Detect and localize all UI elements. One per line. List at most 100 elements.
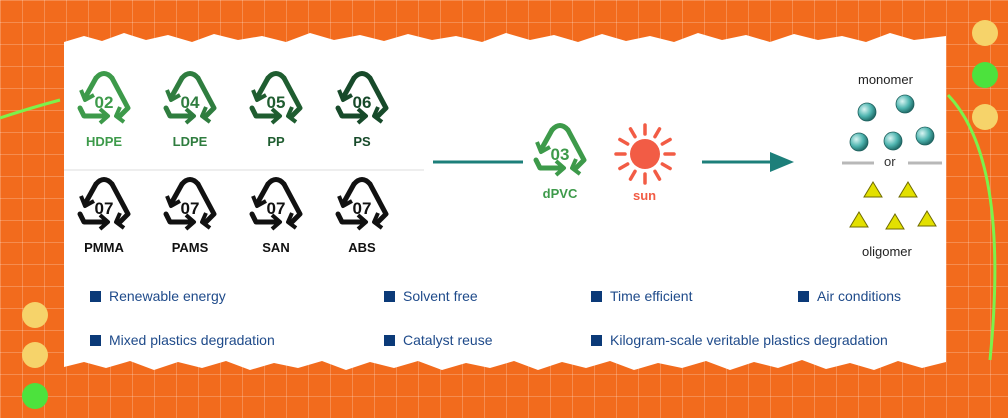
- oligomer-triangles: [849, 181, 937, 230]
- bullet-square: [798, 291, 809, 302]
- sun-rays: [614, 123, 676, 185]
- feature-item: Time efficient: [591, 288, 692, 304]
- arrow-head: [114, 106, 126, 124]
- feature-text: Time efficient: [610, 288, 693, 304]
- resin-code: 07: [267, 199, 286, 218]
- plastic-label: PS: [353, 134, 371, 149]
- plastic-symbol-dpvc: 03: [528, 122, 592, 185]
- recycle-icon: 06: [335, 71, 389, 125]
- or-label: or: [884, 154, 896, 169]
- bullet-square: [384, 291, 395, 302]
- decor-dot: [972, 20, 998, 46]
- arrow-head: [570, 158, 582, 176]
- arrow-segment: [109, 181, 131, 225]
- plastic-symbol-ps: 06: [330, 70, 394, 133]
- resin-code: 07: [95, 199, 114, 218]
- sun-label: sun: [633, 188, 657, 203]
- bullet-square: [90, 291, 101, 302]
- left-green-curve: [0, 98, 61, 120]
- arrow-head: [98, 213, 110, 231]
- arrow-segment: [367, 181, 389, 225]
- feature-item: Catalyst reuse: [384, 332, 492, 348]
- arrow-head: [337, 89, 353, 102]
- sun-ray: [628, 127, 637, 139]
- recycle-icon: 07: [249, 177, 303, 231]
- arrow-head: [270, 107, 282, 125]
- oligomer-triangle: [849, 211, 869, 228]
- arrow-head: [79, 89, 95, 102]
- oligomer-triangle: [863, 181, 883, 198]
- recycle-icon: 05: [249, 71, 303, 125]
- arrow-segment: [163, 105, 193, 119]
- sun-icon: [614, 123, 676, 185]
- sun-ray: [618, 162, 630, 171]
- arrow-head: [79, 195, 95, 208]
- arrow-segment: [255, 75, 271, 99]
- plastic-label: SAN: [262, 240, 290, 255]
- right-green-curve: [946, 93, 997, 361]
- feature-text: Kilogram-scale veritable plastics degrad…: [610, 332, 888, 348]
- decor-dot: [22, 302, 48, 328]
- sun-ray: [653, 169, 662, 181]
- plastic-label: PAMS: [171, 240, 209, 255]
- sun-ray: [660, 162, 672, 171]
- plastic-label: HDPE: [85, 134, 123, 149]
- resin-code: 04: [181, 93, 200, 112]
- bullet-square: [90, 335, 101, 346]
- decor-dot: [22, 342, 48, 368]
- arrow-head: [535, 141, 551, 154]
- feature-text: Solvent free: [403, 288, 478, 304]
- recycle-icon: 07: [77, 177, 131, 231]
- arrow-segment: [281, 75, 303, 119]
- arrow-head: [372, 212, 384, 230]
- arrow-segment: [77, 211, 107, 225]
- paper-shape: [64, 33, 946, 370]
- arrow-head: [356, 107, 368, 125]
- sun-ray: [628, 169, 637, 181]
- bullet-square: [384, 335, 395, 346]
- oligomer-label: oligomer: [862, 244, 912, 259]
- bullet-square: [591, 291, 602, 302]
- resin-code: 02: [95, 93, 114, 112]
- arrow-segment: [83, 181, 99, 205]
- arrow-head: [554, 159, 566, 177]
- recycle-icon: 03: [533, 123, 587, 177]
- decor-dot: [972, 62, 998, 88]
- arrow-head: [200, 212, 212, 230]
- resin-code: 05: [267, 93, 286, 112]
- resin-code: 07: [353, 199, 372, 218]
- arrow-segment: [281, 181, 303, 225]
- arrow-segment: [249, 211, 279, 225]
- feature-text: Mixed plastics degradation: [109, 332, 275, 348]
- plastic-symbol-abs: 07: [330, 176, 394, 239]
- arrow-segment: [255, 181, 271, 205]
- arrow-segment: [565, 127, 587, 171]
- resin-code: 06: [353, 93, 372, 112]
- feature-item: Renewable energy: [90, 288, 226, 304]
- arrow-head: [184, 107, 196, 125]
- arrow-segment: [533, 157, 563, 171]
- sun-ray: [618, 137, 630, 146]
- arrow-segment: [163, 211, 193, 225]
- recycle-icon: 07: [335, 177, 389, 231]
- arrow-segment: [539, 127, 555, 151]
- oligomer-triangle: [885, 213, 905, 230]
- feature-item: Air conditions: [798, 288, 901, 304]
- monomer-sphere: [857, 102, 877, 122]
- arrow-segment: [367, 75, 389, 119]
- plastic-symbol-san: 07: [244, 176, 308, 239]
- monomer-sphere: [883, 131, 903, 151]
- arrow-segment: [249, 105, 279, 119]
- arrow-segment: [341, 75, 357, 99]
- sun-core: [630, 139, 660, 169]
- arrow-segment: [335, 211, 365, 225]
- arrow-head: [184, 213, 196, 231]
- recycle-icon: 04: [163, 71, 217, 125]
- monomer-sphere: [895, 94, 915, 114]
- arrow-head: [165, 195, 181, 208]
- plastic-label: PMMA: [84, 240, 124, 255]
- recycle-icon: 02: [77, 71, 131, 125]
- monomer-sphere: [849, 132, 869, 152]
